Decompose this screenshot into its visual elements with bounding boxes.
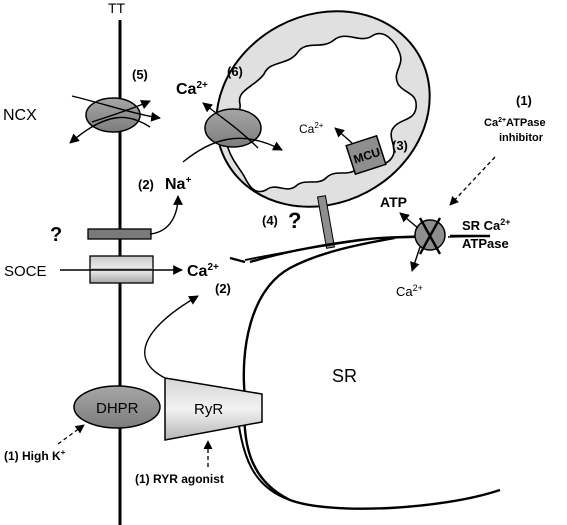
mito-sr-tether bbox=[316, 195, 336, 249]
ncx-label: NCX bbox=[3, 107, 37, 124]
step-3-label: (3) bbox=[392, 138, 408, 153]
step-2-ca-label: (2) bbox=[215, 281, 231, 296]
high-k-dashed-arrow bbox=[57, 424, 85, 445]
ca-matrix: Ca2+ bbox=[299, 121, 324, 136]
ryr-channel bbox=[164, 377, 263, 441]
unknown-channel-arrow bbox=[149, 195, 183, 235]
sr-ca-atpase-line2: ATPase bbox=[462, 236, 509, 251]
mcu-arrow bbox=[334, 127, 353, 144]
step-2-na-label: (2) bbox=[138, 177, 154, 192]
atpase-inhibitor-line2: inhibitor bbox=[499, 132, 544, 144]
ca-cytosol-soce: Ca2+ bbox=[187, 262, 219, 280]
ryr-agonist-label: (1) RYR agonist bbox=[135, 472, 224, 486]
step-6-label: (6) bbox=[227, 64, 243, 79]
serca-arrow-ca-in bbox=[447, 235, 491, 238]
serca-arrow-ca bbox=[410, 246, 421, 272]
ryr-release-arrow bbox=[144, 295, 199, 379]
atpase-inhibitor-line1: Ca2+ATPase bbox=[484, 117, 546, 129]
sr-ca-atpase-line1: SR Ca2+ bbox=[462, 217, 511, 233]
serca-block-cross bbox=[418, 217, 442, 255]
serca-arrow-atp bbox=[399, 212, 419, 229]
dhpr-channel bbox=[73, 385, 161, 429]
dhpr-label: DHPR bbox=[96, 400, 139, 417]
sr-label: SR bbox=[332, 366, 357, 386]
inhibitor-dashed-arrow bbox=[449, 156, 496, 206]
step-1-inhibitor-label: (1) bbox=[516, 93, 532, 108]
step-4-label: (4) bbox=[262, 213, 278, 228]
high-k-label: (1) High K+ bbox=[4, 448, 66, 463]
ncx-arrow-ca bbox=[91, 100, 151, 123]
mcu-channel bbox=[345, 134, 387, 176]
ca-cytosol-top: Ca2+ bbox=[176, 80, 208, 98]
ncx-arrow-in bbox=[71, 95, 161, 122]
sr-upper-edge bbox=[244, 239, 363, 261]
mito-ncx-transporter bbox=[204, 108, 262, 148]
sr-membrane bbox=[229, 234, 501, 510]
ryr-label: RyR bbox=[194, 401, 223, 418]
step-5-label: (5) bbox=[132, 67, 148, 82]
mito-ncx-arrow-na-in bbox=[182, 137, 283, 163]
tt-label: TT bbox=[108, 0, 126, 16]
question-tt: ? bbox=[50, 224, 62, 246]
na-label: Na+ bbox=[165, 175, 191, 193]
atp-label: ATP bbox=[380, 194, 407, 210]
ncx-arrow-out bbox=[69, 116, 151, 144]
question-mito-tether: ? bbox=[288, 208, 301, 233]
ca-sr-lumen: Ca2+ bbox=[396, 283, 423, 299]
unknown-channel bbox=[87, 228, 152, 240]
soce-label: SOCE bbox=[4, 263, 47, 280]
mito-ncx-arrow-ca-out bbox=[202, 102, 259, 149]
